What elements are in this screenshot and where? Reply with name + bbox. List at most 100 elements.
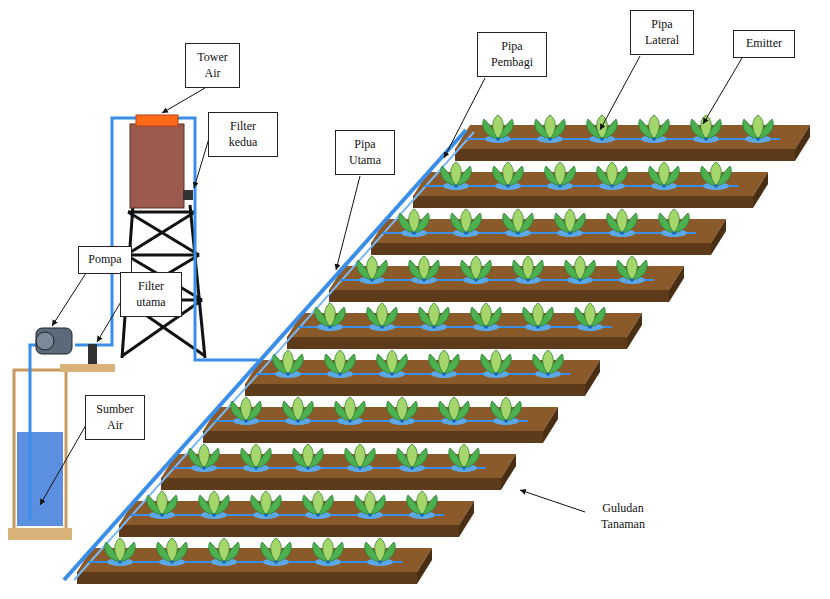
leaf [439, 350, 450, 374]
callout-text: Pipa Pembagi [484, 39, 540, 70]
pump [36, 328, 72, 354]
callout-text: Tower Air [192, 50, 233, 81]
emitter-dot [348, 419, 352, 423]
leaf [365, 491, 376, 515]
leaf [555, 162, 566, 186]
leaf [459, 444, 470, 468]
callout-box: Sumber Air [85, 395, 145, 440]
bed-end [417, 548, 432, 584]
emitter-dot [548, 137, 552, 141]
lateral-pipe [256, 373, 570, 375]
emitter-dot [704, 137, 708, 141]
emitter-dot [170, 560, 174, 564]
leaf [429, 303, 440, 327]
leaf [417, 491, 428, 515]
emitter-dot [160, 513, 164, 517]
emitter-dot [296, 419, 300, 423]
lateral-pipe [424, 185, 738, 187]
second-filter [183, 190, 193, 200]
emitter-dot [432, 325, 436, 329]
leaf [251, 444, 262, 468]
emitter-dot [526, 278, 530, 282]
emitter-dot [338, 372, 342, 376]
bed-end [501, 454, 516, 490]
bed-front [245, 384, 585, 396]
leaf [461, 209, 472, 233]
emitter-dot [506, 184, 510, 188]
bed-end [795, 125, 810, 161]
emitter-dot [558, 184, 562, 188]
leaf [627, 256, 638, 280]
leaf [199, 444, 210, 468]
bed-end [459, 501, 474, 537]
bed-front [203, 431, 543, 443]
leaf [669, 209, 680, 233]
leaf [711, 162, 722, 186]
leaf [367, 256, 378, 280]
leaf [241, 397, 252, 421]
callout-box: Filter kedua [208, 112, 278, 157]
leaf [335, 350, 346, 374]
callout-box: Emitter [733, 30, 795, 58]
callout-box: Pipa Lateral [630, 10, 694, 55]
emitter-dot [546, 372, 550, 376]
leaf [325, 303, 336, 327]
emitter-dot [578, 278, 582, 282]
emitter-dot [630, 278, 634, 282]
bed-front [329, 290, 669, 302]
emitter-dot [756, 137, 760, 141]
leaf [377, 303, 388, 327]
emitter-dot [516, 231, 520, 235]
emitter-dot [464, 231, 468, 235]
bed-front [371, 243, 711, 255]
leaf [157, 491, 168, 515]
callout-box: Tower Air [185, 43, 240, 88]
leaf [345, 397, 356, 421]
emitter-dot [286, 372, 290, 376]
bed-front [287, 337, 627, 349]
bed-front [77, 572, 417, 584]
leaf [649, 115, 660, 139]
leaf [585, 303, 596, 327]
emitter-dot [452, 419, 456, 423]
emitter-dot [380, 325, 384, 329]
leaf [491, 350, 502, 374]
leaf [375, 538, 386, 562]
bed-front [413, 196, 753, 208]
lateral-pipe [214, 420, 528, 422]
plants [88, 115, 780, 566]
leaf [313, 491, 324, 515]
emitter-dot [504, 419, 508, 423]
leaf [565, 209, 576, 233]
emitter-dot [264, 513, 268, 517]
main-pipe [64, 130, 466, 580]
emitter-dot [118, 560, 122, 564]
leaf [115, 538, 126, 562]
emitter-dot [400, 419, 404, 423]
emitter-dot [662, 184, 666, 188]
leaf [503, 162, 514, 186]
emitter-dot [222, 560, 226, 564]
leaf [659, 162, 670, 186]
divider-pipe [74, 132, 474, 580]
leaf [545, 115, 556, 139]
leaf [607, 162, 618, 186]
emitter-dot [358, 466, 362, 470]
emitter-dot [672, 231, 676, 235]
tank-lid [136, 115, 178, 126]
lateral-pipe [130, 514, 444, 516]
emitter-dot [568, 231, 572, 235]
emitter-dot [306, 466, 310, 470]
bed-front [119, 525, 459, 537]
leaf [219, 538, 230, 562]
emitter-dot [536, 325, 540, 329]
bed-end [627, 313, 642, 349]
leaf [323, 538, 334, 562]
main-filter [88, 344, 97, 364]
emitter-dot [410, 466, 414, 470]
lateral-pipe [298, 326, 612, 328]
bed-end [669, 266, 684, 302]
leaf [501, 397, 512, 421]
callout-text: Pipa Utama [342, 137, 388, 168]
